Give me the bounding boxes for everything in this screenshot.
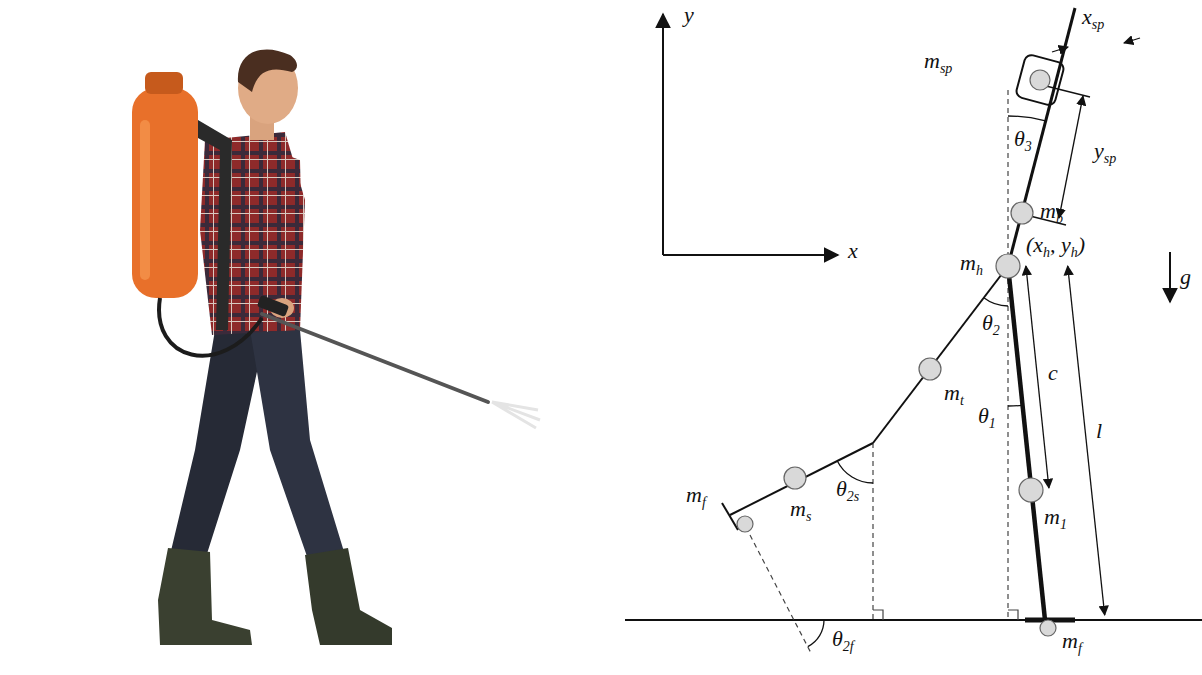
axes: [663, 14, 838, 255]
symbol-subscript: sp: [1104, 151, 1116, 166]
symbol-label: mh: [960, 252, 983, 278]
symbol-main: m: [960, 250, 976, 275]
symbol-main: l: [1096, 418, 1102, 443]
symbol-main: θ: [982, 310, 993, 335]
stance-leg: [1008, 266, 1045, 620]
symbol-subscript: h: [976, 263, 983, 278]
reference-lines: [750, 90, 1008, 655]
symbol-subscript: b: [1056, 211, 1063, 226]
dimension-marks: [1026, 38, 1140, 615]
symbol-subscript: t: [960, 393, 964, 408]
symbol-main: y: [1094, 138, 1104, 163]
symbol-main: g: [1180, 264, 1191, 289]
ground-line: [625, 619, 1202, 621]
symbol-main: m: [944, 380, 960, 405]
symbol-main: ): [1078, 232, 1085, 257]
symbol-main: x: [848, 238, 858, 263]
symbol-main: m: [1044, 504, 1060, 529]
right-angle-marks: [873, 610, 1018, 620]
symbol-label: y: [684, 4, 694, 26]
symbol-label: msp: [924, 50, 952, 76]
symbol-label: l: [1096, 420, 1102, 442]
sprayer-photo: [132, 49, 540, 645]
symbol-label: θ3: [1014, 128, 1032, 154]
symbol-main: (x: [1026, 232, 1043, 257]
symbol-subscript: s: [806, 509, 811, 524]
symbol-label: ms: [790, 498, 811, 524]
symbol-label: g: [1180, 266, 1191, 288]
symbol-label: c: [1048, 362, 1058, 384]
symbol-subscript: sp: [1092, 17, 1104, 32]
symbol-label: mf: [686, 484, 706, 510]
symbol-label: θ2s: [836, 478, 859, 504]
angle-arcs: [808, 116, 1046, 647]
symbol-label: θ2: [982, 312, 1000, 338]
symbol-label: (xh, yh): [1026, 234, 1085, 260]
sprayer-box: [1015, 54, 1065, 107]
symbol-subscript: h: [1043, 245, 1050, 260]
symbol-subscript: h: [1071, 245, 1078, 260]
trunk-link: [1008, 8, 1075, 266]
symbol-label: x: [848, 240, 858, 262]
symbol-subscript: f: [1078, 641, 1082, 656]
point-masses: [737, 70, 1056, 636]
symbol-main: m: [686, 482, 702, 507]
symbol-main: m: [1062, 628, 1078, 653]
symbol-main: , y: [1050, 232, 1071, 257]
symbol-subscript: 2f: [843, 639, 854, 654]
symbol-label: mt: [944, 382, 964, 408]
symbol-label: θ1: [978, 405, 996, 431]
symbol-subscript: 3: [1025, 139, 1032, 154]
symbol-main: θ: [832, 626, 843, 651]
symbol-main: θ: [1014, 126, 1025, 151]
swing-leg: [722, 266, 1008, 530]
symbol-main: x: [1082, 4, 1092, 29]
symbol-main: y: [684, 2, 694, 27]
symbol-subscript: f: [702, 495, 706, 510]
symbol-main: m: [1040, 198, 1056, 223]
symbol-label: xsp: [1082, 6, 1104, 32]
symbol-main: m: [790, 496, 806, 521]
symbol-main: θ: [836, 476, 847, 501]
symbol-subscript: sp: [940, 61, 952, 76]
gravity-arrow: [1169, 252, 1171, 302]
symbol-label: m1: [1044, 506, 1067, 532]
symbol-main: c: [1048, 360, 1058, 385]
symbol-label: ysp: [1094, 140, 1116, 166]
symbol-subscript: 1: [989, 416, 996, 431]
symbol-label: mb: [1040, 200, 1063, 226]
symbol-subscript: 2: [993, 323, 1000, 338]
symbol-label: mf: [1062, 630, 1082, 656]
symbol-main: m: [924, 48, 940, 73]
symbol-main: θ: [978, 403, 989, 428]
symbol-label: θ2f: [832, 628, 854, 654]
symbol-subscript: 1: [1060, 517, 1067, 532]
symbol-subscript: 2s: [847, 489, 859, 504]
